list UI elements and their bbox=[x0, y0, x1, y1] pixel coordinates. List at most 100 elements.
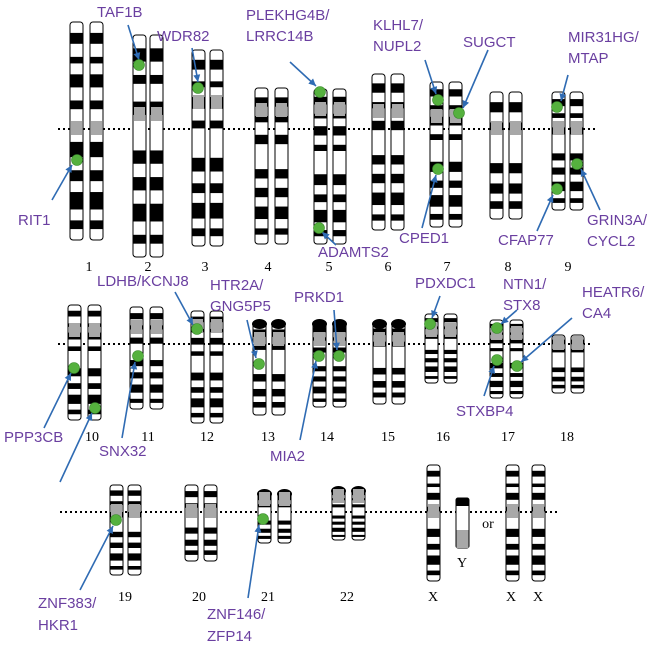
chr12a-band bbox=[191, 337, 204, 345]
chr12b-band bbox=[210, 398, 223, 408]
chr12b-centromere bbox=[211, 319, 222, 333]
arrow-head bbox=[193, 74, 201, 82]
chrX-pair-1-band bbox=[506, 528, 519, 537]
chr4b-chromosome bbox=[274, 87, 289, 245]
chr6a-band bbox=[372, 83, 385, 93]
chromosome-number-5: 5 bbox=[326, 260, 333, 275]
chr5b-band bbox=[333, 174, 346, 186]
chr8b-band bbox=[509, 163, 522, 174]
chr4b-band bbox=[275, 134, 288, 145]
chr9b-band bbox=[570, 153, 583, 161]
chr10a-band bbox=[68, 310, 81, 317]
chr21b-chromosome bbox=[277, 489, 292, 544]
chr22b-band bbox=[352, 521, 365, 525]
chr1a-band bbox=[70, 192, 83, 210]
chr14a-band bbox=[313, 347, 326, 353]
chromosome-label-x-pair-2: X bbox=[533, 590, 543, 605]
chr15a-satellite bbox=[372, 319, 387, 329]
chr5b-band bbox=[333, 126, 346, 136]
chr7a-chromosome bbox=[429, 81, 444, 228]
marker-stxbp4 bbox=[491, 354, 503, 366]
arrow-shaft bbox=[79, 525, 114, 591]
chr14b-band bbox=[333, 398, 346, 402]
chr5b-band bbox=[333, 96, 346, 105]
chr20b-band bbox=[204, 491, 217, 498]
chr5a-band bbox=[314, 174, 327, 186]
chr13b-band bbox=[272, 388, 285, 397]
chr4b-centromere bbox=[276, 103, 287, 117]
chr12a-band bbox=[191, 412, 204, 418]
arrow-rit1 bbox=[51, 164, 73, 201]
arrow-ntn1 bbox=[500, 309, 518, 325]
chr10b-band bbox=[88, 394, 101, 404]
arrow-znf146 bbox=[247, 524, 262, 599]
chr3a-band bbox=[192, 157, 205, 172]
chrX-band bbox=[427, 543, 440, 550]
chromosome-number-19: 19 bbox=[118, 590, 132, 605]
arrow-head bbox=[521, 354, 529, 362]
gene-label-znf146-zfp14: ZNF146/ZFP14 bbox=[207, 606, 266, 645]
chr14b-band bbox=[333, 347, 346, 353]
chr3b-band bbox=[210, 202, 223, 219]
chr3a-band bbox=[192, 59, 205, 70]
chr1a-chromosome bbox=[69, 21, 84, 241]
chr13b-band bbox=[272, 401, 285, 408]
chr7b-chromosome bbox=[448, 81, 463, 228]
chromosome-number-3: 3 bbox=[202, 260, 209, 275]
chr6b-centromere bbox=[392, 104, 403, 118]
chr6b-band bbox=[391, 83, 404, 93]
gene-label-pdxdc1: PDXDC1 bbox=[415, 275, 476, 292]
chr15a-centromere bbox=[374, 332, 385, 346]
chr4b-band bbox=[275, 228, 288, 235]
chr17b-band bbox=[510, 380, 523, 388]
chromosome-number-18: 18 bbox=[560, 430, 574, 445]
chr17a-band bbox=[490, 390, 503, 395]
chr19b-band bbox=[128, 553, 141, 561]
chrX-pair-1-band bbox=[506, 543, 519, 550]
chr10b-band bbox=[88, 310, 101, 317]
chr22a-chromosome bbox=[331, 486, 346, 541]
chr18b-band bbox=[571, 367, 584, 373]
chr10b-band bbox=[88, 368, 101, 377]
chr5b-centromere bbox=[334, 102, 345, 116]
chr16a-band bbox=[425, 358, 438, 363]
chrX-pair-1-band bbox=[506, 470, 519, 477]
chr14a-band bbox=[313, 398, 326, 402]
arrow-head bbox=[431, 310, 438, 318]
marker-mia2 bbox=[313, 350, 325, 362]
chr12b-band bbox=[210, 351, 223, 356]
gene-label-sugct: SUGCT bbox=[463, 34, 516, 51]
chr9b-chromosome bbox=[569, 91, 584, 211]
chrX-band bbox=[427, 483, 440, 488]
chr5a-chromosome bbox=[313, 88, 328, 245]
chrX-centromere bbox=[428, 504, 439, 518]
chr21a-band bbox=[258, 535, 271, 539]
arrow-prkd1 bbox=[332, 309, 340, 351]
chr15b-band bbox=[392, 328, 405, 336]
chr21b-band bbox=[278, 520, 291, 525]
arrow-znf383 bbox=[79, 525, 114, 591]
chr1a-band bbox=[70, 100, 83, 110]
chr20a-band bbox=[185, 527, 198, 534]
arrow-taf1b bbox=[127, 24, 141, 61]
chr17a-band bbox=[490, 373, 503, 377]
chr12b-chromosome bbox=[209, 310, 224, 424]
chr4b-outline bbox=[274, 87, 289, 245]
chr15a-chromosome bbox=[372, 319, 387, 405]
chr20a-band bbox=[185, 491, 198, 498]
chr1b-band bbox=[90, 170, 103, 182]
gene-label-adamts2: ADAMTS2 bbox=[318, 244, 389, 261]
chr5b-band bbox=[333, 194, 346, 203]
chr10a-centromere bbox=[69, 323, 80, 337]
chrX-pair-2-band bbox=[532, 555, 545, 565]
chr2a-band bbox=[133, 177, 146, 191]
chr4a-band bbox=[255, 187, 268, 198]
chr7b-band bbox=[449, 180, 462, 188]
chrX-band bbox=[427, 570, 440, 576]
chr10b-chromosome bbox=[87, 304, 102, 421]
or-label: or bbox=[482, 517, 494, 532]
chr11b-chromosome bbox=[149, 306, 164, 410]
chr5a-band bbox=[314, 209, 327, 223]
chr14a-satellite bbox=[312, 319, 327, 329]
